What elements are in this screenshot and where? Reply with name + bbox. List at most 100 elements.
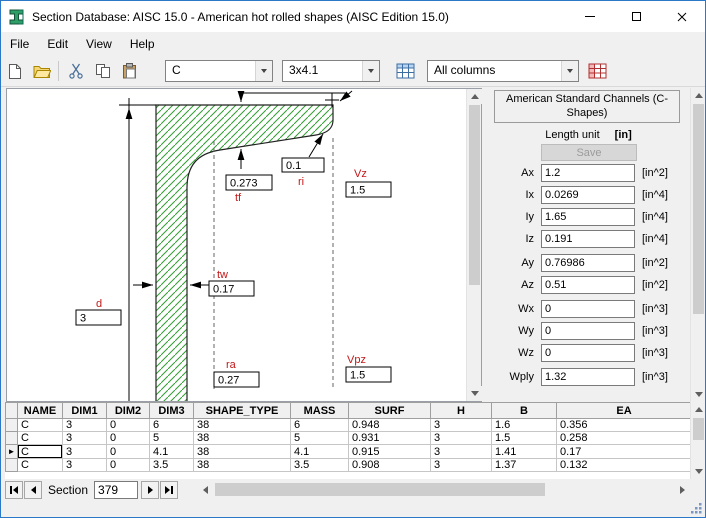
combo-dropdown-button[interactable] xyxy=(362,61,379,81)
scrollbar-thumb[interactable] xyxy=(693,418,704,440)
grid-vertical-scrollbar[interactable] xyxy=(690,402,705,479)
copy-button[interactable] xyxy=(90,59,115,84)
grid-cell[interactable]: C xyxy=(17,418,63,432)
grid-cell[interactable]: 6 xyxy=(290,418,349,432)
column-setup-button[interactable] xyxy=(585,59,610,84)
grid-cell[interactable]: 1.6 xyxy=(491,418,557,432)
paste-button[interactable] xyxy=(117,59,142,84)
first-record-button[interactable] xyxy=(5,481,23,499)
grid-cell[interactable]: 38 xyxy=(193,418,291,432)
grid-column-h[interactable]: H xyxy=(430,402,492,419)
property-input-ax[interactable] xyxy=(541,164,635,182)
scrollbar-thumb[interactable] xyxy=(469,105,480,285)
row-selector[interactable]: ► xyxy=(5,444,18,459)
grid-cell[interactable]: 1.41 xyxy=(491,444,557,459)
combo-dropdown-button[interactable] xyxy=(255,61,272,81)
previous-record-button[interactable] xyxy=(24,481,42,499)
close-button[interactable] xyxy=(659,1,705,32)
grid-cell[interactable]: C xyxy=(17,458,63,472)
property-input-iy[interactable] xyxy=(541,208,635,226)
grid-column-dim2[interactable]: DIM2 xyxy=(106,402,150,419)
grid-cell[interactable]: 1.37 xyxy=(491,458,557,472)
grid-cell[interactable]: 3 xyxy=(430,458,492,472)
grid-cell[interactable]: 0.948 xyxy=(348,418,431,432)
scroll-down-button[interactable] xyxy=(691,387,705,402)
minimize-button[interactable] xyxy=(567,1,613,32)
grid-column-ea[interactable]: EA xyxy=(556,402,692,419)
grid-cell[interactable]: 38 xyxy=(193,431,291,445)
grid-cell[interactable]: 0.908 xyxy=(348,458,431,472)
grid-cell[interactable]: C xyxy=(17,431,63,445)
property-input-wx[interactable] xyxy=(541,300,635,318)
scroll-right-button[interactable] xyxy=(674,481,691,498)
grid-horizontal-scrollbar[interactable] xyxy=(197,481,691,498)
grid-column-shape_type[interactable]: SHAPE_TYPE xyxy=(193,402,291,419)
scroll-down-button[interactable] xyxy=(467,386,482,401)
menu-item-view[interactable]: View xyxy=(86,37,112,51)
titlebar[interactable]: Section Database: AISC 15.0 - American h… xyxy=(1,1,705,32)
property-input-wz[interactable] xyxy=(541,344,635,362)
save-button[interactable]: Save xyxy=(541,144,637,161)
maximize-button[interactable] xyxy=(613,1,659,32)
grid-column-b[interactable]: B xyxy=(491,402,557,419)
grid-cell[interactable]: 3 xyxy=(430,431,492,445)
grid-cell[interactable]: 38 xyxy=(193,444,291,459)
grid-cell[interactable]: 5 xyxy=(149,431,194,445)
property-input-wply[interactable] xyxy=(541,368,635,386)
grid-cell[interactable]: 3 xyxy=(62,458,107,472)
property-input-az[interactable] xyxy=(541,276,635,294)
grid-cell[interactable]: 0 xyxy=(106,418,150,432)
grid-cell[interactable]: 3 xyxy=(62,431,107,445)
property-input-iz[interactable] xyxy=(541,230,635,248)
scroll-up-button[interactable] xyxy=(691,88,705,103)
scrollbar-thumb[interactable] xyxy=(215,483,545,496)
menu-item-file[interactable]: File xyxy=(10,37,30,51)
grid-column-mass[interactable]: MASS xyxy=(290,402,349,419)
grid-cell[interactable]: 4.1 xyxy=(290,444,349,459)
grid-cell[interactable]: 0.258 xyxy=(556,431,692,445)
table-view-button[interactable] xyxy=(393,59,418,84)
scroll-down-button[interactable] xyxy=(691,464,705,479)
grid-column-name[interactable]: NAME xyxy=(17,402,63,419)
open-file-button[interactable] xyxy=(29,59,54,84)
drawing-vertical-scrollbar[interactable] xyxy=(466,89,482,401)
row-selector[interactable] xyxy=(5,431,18,445)
menu-item-edit[interactable]: Edit xyxy=(47,37,69,51)
properties-vertical-scrollbar[interactable] xyxy=(690,88,705,402)
cut-button[interactable] xyxy=(63,59,88,84)
grid-cell[interactable]: 0.356 xyxy=(556,418,692,432)
grid-column-dim1[interactable]: DIM1 xyxy=(62,402,107,419)
columns-filter-combobox[interactable]: All columns xyxy=(427,60,579,82)
grid-cell[interactable]: 3 xyxy=(430,418,492,432)
grid-cell[interactable]: 0.132 xyxy=(556,458,692,472)
grid-cell[interactable]: 6 xyxy=(149,418,194,432)
grid-cell[interactable]: 3 xyxy=(62,418,107,432)
grid-cell[interactable]: 0 xyxy=(106,444,150,459)
row-selector[interactable] xyxy=(5,418,18,432)
grid-cell[interactable]: 0 xyxy=(106,458,150,472)
menu-item-help[interactable]: Help xyxy=(129,37,155,51)
grid-cell[interactable]: 0.17 xyxy=(556,444,692,459)
scroll-up-button[interactable] xyxy=(467,89,482,104)
record-number-input[interactable] xyxy=(94,481,139,499)
next-record-button[interactable] xyxy=(141,481,160,499)
grid-cell[interactable]: 4.1 xyxy=(149,444,194,459)
grid-column-dim3[interactable]: DIM3 xyxy=(149,402,194,419)
grid-cell[interactable]: 3.5 xyxy=(149,458,194,472)
grid-cell[interactable]: C xyxy=(17,444,63,459)
new-file-button[interactable] xyxy=(2,59,27,84)
resize-grip[interactable] xyxy=(690,502,703,515)
grid-cell[interactable]: 5 xyxy=(290,431,349,445)
shape-family-combobox[interactable]: C xyxy=(165,60,273,82)
grid-cell[interactable]: 0.931 xyxy=(348,431,431,445)
scroll-up-button[interactable] xyxy=(691,402,705,417)
grid-cell[interactable]: 1.5 xyxy=(491,431,557,445)
scrollbar-thumb[interactable] xyxy=(693,104,704,314)
grid-cell[interactable]: 3 xyxy=(430,444,492,459)
combo-dropdown-button[interactable] xyxy=(561,61,578,81)
property-input-wy[interactable] xyxy=(541,322,635,340)
